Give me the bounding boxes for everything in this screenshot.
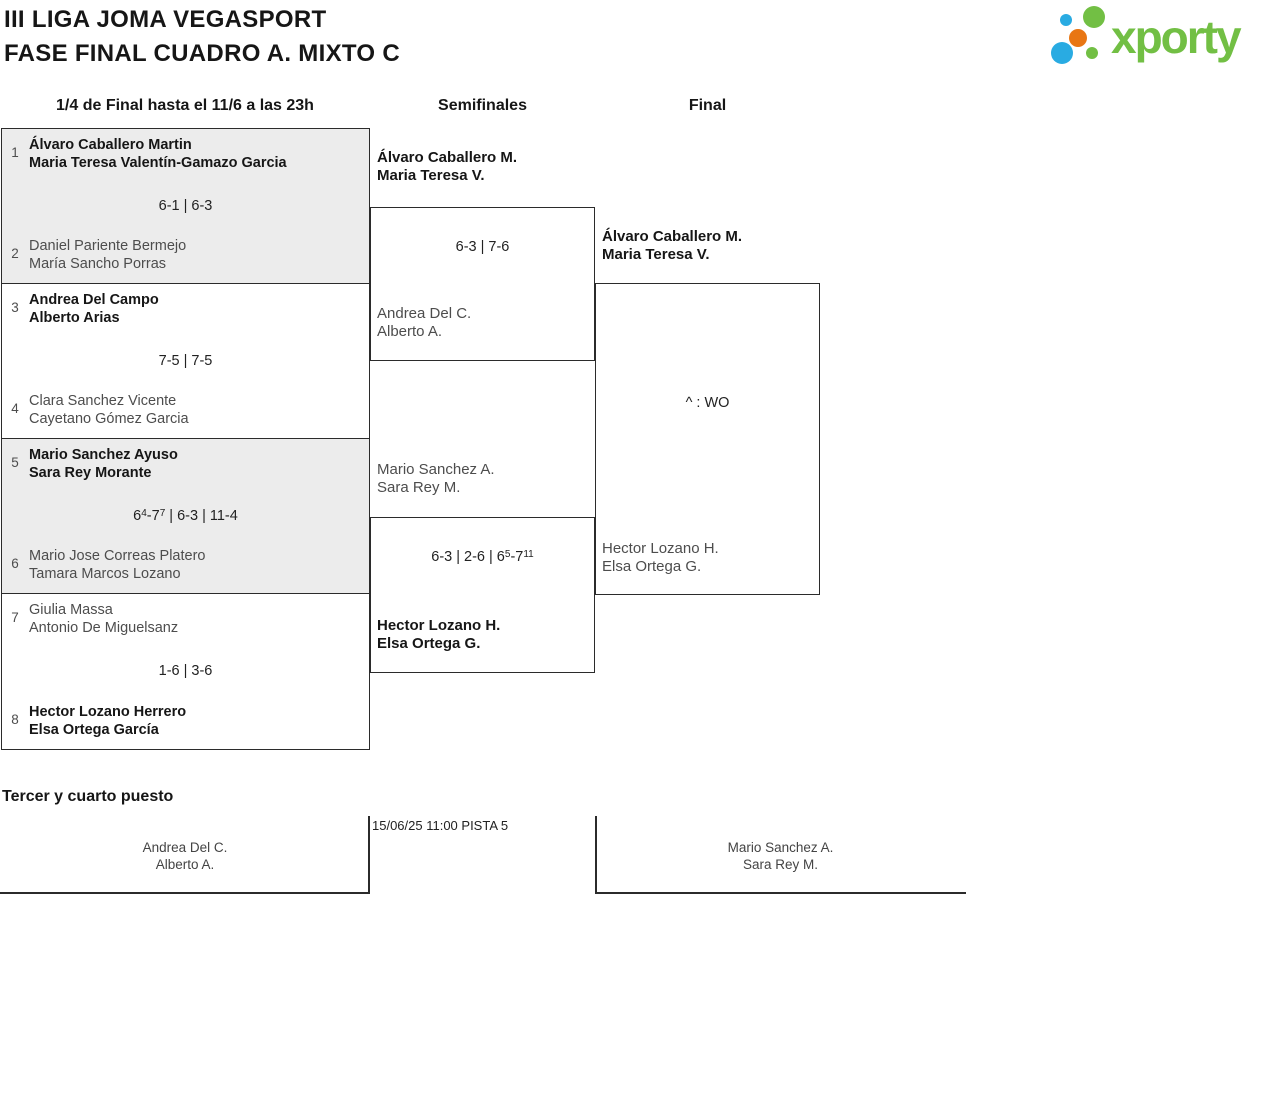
team-name-line: Álvaro Caballero M. — [377, 149, 518, 166]
team-name-line: María Sancho Porras — [29, 255, 167, 272]
bracket-name: FASE FINAL CUADRO A. MIXTO C — [4, 39, 400, 67]
team-name-line: Alberto Arias — [29, 309, 120, 326]
match-quarterfinal-4[interactable]: 7 Giulia Massa Antonio De Miguelsanz 1-6… — [1, 593, 370, 750]
seed-number: 8 — [11, 712, 19, 727]
seed-number: 5 — [11, 455, 19, 470]
seed-number: 2 — [11, 246, 19, 261]
logo-dot-green-small-icon — [1086, 47, 1098, 59]
team-pair: Álvaro Caballero Martin Maria Teresa Val… — [29, 137, 287, 172]
match-score: 6-3 | 2-6 | 65-711 — [431, 549, 534, 565]
match-final[interactable]: ^ : WO — [595, 283, 820, 595]
match-semifinal-2[interactable]: 6-3 | 2-6 | 65-711 — [370, 517, 595, 673]
third-place-team-right: Mario Sanchez A. Sara Rey M. — [595, 839, 966, 873]
match-quarterfinal-2[interactable]: 3 Andrea Del Campo Alberto Arias 7-5 | 7… — [1, 283, 370, 439]
final-team-top: Álvaro Caballero M. Maria Teresa V. — [602, 228, 742, 263]
team-name-line: Tamara Marcos Lozano — [29, 565, 181, 582]
third-place-line-right — [595, 892, 966, 894]
team-name-line: Álvaro Caballero M. — [602, 228, 743, 245]
team-pair: Mario Jose Correas Platero Tamara Marcos… — [29, 548, 206, 583]
team-name-line: Andrea Del C. — [142, 840, 228, 855]
team-name-line: Sara Rey M. — [377, 478, 461, 496]
match-score: 6-3 | 7-6 — [455, 239, 510, 255]
semifinal-2-team-top: Mario Sanchez A. Sara Rey M. — [377, 461, 495, 496]
match-score: 6-1 | 6-3 — [158, 198, 213, 214]
semifinal-1-team-top: Álvaro Caballero M. Maria Teresa V. — [377, 149, 517, 184]
team-pair: Clara Sanchez Vicente Cayetano Gómez Gar… — [29, 393, 189, 428]
team-name-line: Andrea Del Campo — [29, 292, 159, 308]
team-name-line: Hector Lozano Herrero — [29, 704, 187, 720]
team-name-line: Elsa Ortega García — [29, 721, 159, 738]
tournament-name: III LIGA JOMA VEGASPORT — [4, 6, 327, 33]
team-name-line: Maria Teresa V. — [602, 245, 710, 263]
xporty-logo[interactable]: xporty — [1048, 5, 1278, 71]
team-pair: Daniel Pariente Bermejo María Sancho Por… — [29, 238, 186, 273]
team-name-line: Maria Teresa Valentín-Gamazo Garcia — [29, 154, 287, 171]
third-place-line-left — [0, 892, 370, 894]
team-name-line: Daniel Pariente Bermejo — [29, 238, 187, 254]
team-name-line: Antonio De Miguelsanz — [29, 619, 179, 636]
seed-number: 1 — [11, 145, 19, 160]
third-place-connector-left — [368, 816, 370, 894]
team-name-line: Elsa Ortega G. — [602, 557, 702, 575]
team-name-line: Mario Sanchez A. — [377, 461, 495, 478]
team-name-line: Sara Rey M. — [742, 857, 819, 872]
team-name-line: Giulia Massa — [29, 602, 113, 618]
team-pair: Mario Sanchez Ayuso Sara Rey Morante — [29, 447, 178, 482]
semifinal-2-team-bottom: Hector Lozano H. Elsa Ortega G. — [377, 617, 500, 652]
logo-dot-blue-small-icon — [1060, 14, 1072, 26]
team-name-line: Hector Lozano H. — [377, 617, 501, 634]
logo-dot-blue-large-icon — [1051, 42, 1073, 64]
match-semifinal-1[interactable]: 6-3 | 7-6 — [370, 207, 595, 361]
team-pair: Hector Lozano Herrero Elsa Ortega García — [29, 704, 186, 739]
seed-number: 7 — [11, 610, 19, 625]
logo-dot-orange-icon — [1069, 29, 1087, 47]
third-place-connector-right — [595, 816, 597, 894]
team-name-line: Alberto A. — [155, 857, 215, 872]
match-quarterfinal-1[interactable]: 1 Álvaro Caballero Martin Maria Teresa V… — [1, 128, 370, 284]
logo-dot-green-large-icon — [1083, 6, 1105, 28]
seed-number: 6 — [11, 556, 19, 571]
seed-number: 4 — [11, 401, 19, 416]
team-name-line: Mario Jose Correas Platero — [29, 548, 206, 564]
team-name-line: Cayetano Gómez Garcia — [29, 410, 189, 427]
third-place-heading: Tercer y cuarto puesto — [2, 788, 174, 805]
team-name-line: Álvaro Caballero Martin — [29, 137, 192, 153]
team-name-line: Hector Lozano H. — [602, 540, 719, 557]
round-header-quarterfinals: 1/4 de Final hasta el 11/6 a las 23h — [56, 97, 314, 114]
logo-wordmark: xporty — [1111, 11, 1242, 63]
team-name-line: Mario Sanchez A. — [727, 840, 834, 855]
match-score: ^ : WO — [685, 395, 730, 411]
match-quarterfinal-3[interactable]: 5 Mario Sanchez Ayuso Sara Rey Morante 6… — [1, 438, 370, 594]
final-team-bottom: Hector Lozano H. Elsa Ortega G. — [602, 540, 719, 575]
team-pair: Giulia Massa Antonio De Miguelsanz — [29, 602, 178, 637]
seed-number: 3 — [11, 300, 19, 315]
match-score: 7-5 | 7-5 — [158, 353, 213, 369]
third-place-team-left: Andrea Del C. Alberto A. — [0, 839, 370, 873]
page-title: III LIGA JOMA VEGASPORT FASE FINAL CUADR… — [4, 3, 400, 70]
round-header-final: Final — [688, 97, 727, 114]
match-score: 1-6 | 3-6 — [158, 663, 213, 679]
team-name-line: Sara Rey Morante — [29, 464, 152, 481]
round-header-semifinals: Semifinales — [438, 97, 527, 114]
team-name-line: Andrea Del C. — [377, 305, 472, 322]
team-name-line: Elsa Ortega G. — [377, 634, 481, 652]
third-place-schedule: 15/06/25 11:00 PISTA 5 — [372, 818, 509, 833]
team-pair: Andrea Del Campo Alberto Arias — [29, 292, 159, 327]
team-name-line: Clara Sanchez Vicente — [29, 393, 177, 409]
team-name-line: Alberto A. — [377, 322, 443, 340]
semifinal-1-team-bottom: Andrea Del C. Alberto A. — [377, 305, 471, 340]
team-name-line: Mario Sanchez Ayuso — [29, 447, 178, 463]
match-score: 64-77 | 6-3 | 11-4 — [133, 508, 238, 524]
team-name-line: Maria Teresa V. — [377, 166, 485, 184]
